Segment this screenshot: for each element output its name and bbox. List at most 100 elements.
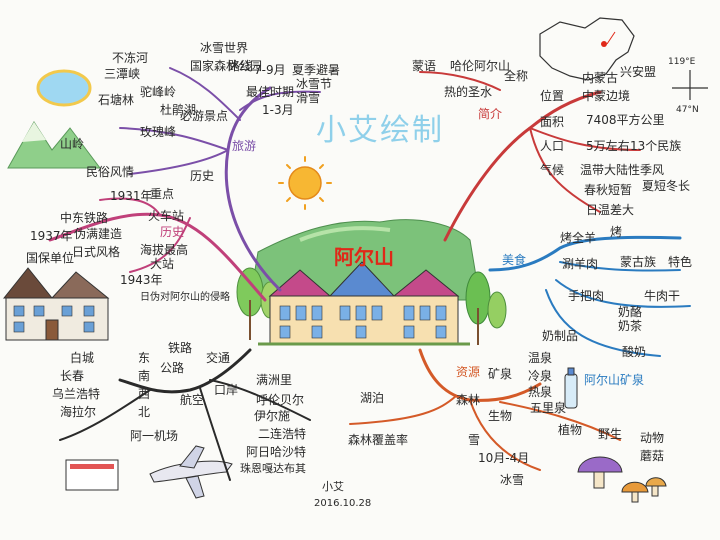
resources-item: 阿尔山矿泉: [584, 372, 644, 387]
transport-item: 口岸: [214, 383, 238, 397]
water-bottle-icon: [564, 367, 578, 409]
transport-item: 公路: [160, 360, 184, 375]
food-item: 蒙古族: [620, 254, 656, 269]
ticket-icon: [65, 459, 119, 491]
central-station-building: [258, 261, 470, 346]
food-item: 涮羊肉: [562, 256, 598, 271]
history-item: 海拔最高: [140, 242, 188, 257]
history-item: 大站: [150, 257, 174, 271]
overview-item: 7408平方公里: [586, 112, 665, 127]
food-item: 烤: [610, 224, 622, 239]
china-map-icon: [539, 17, 635, 81]
branch-label-resources: 资源: [456, 365, 480, 379]
food-item: 奶茶: [618, 318, 642, 333]
overview-item: 全称: [504, 68, 528, 83]
overview-item: 位置: [540, 88, 564, 103]
transport-item: 乌兰浩特: [52, 386, 100, 401]
history-item: 日伪对阿尔山的侵略: [140, 290, 230, 303]
signature-date: 2016.10.28: [314, 498, 371, 509]
mushroom-icon: [577, 456, 667, 503]
travel-item: 冰雪节: [296, 77, 332, 91]
history-item: 火车站: [148, 208, 184, 223]
transport-item: 满洲里: [256, 373, 292, 387]
history-item: 日式风格: [72, 244, 120, 259]
central-title: 阿尔山: [334, 245, 394, 269]
travel-item: 路线: [228, 58, 252, 73]
overview-item: 蒙语: [412, 59, 436, 73]
overview-item: 热的圣水: [444, 84, 492, 99]
history-item: 中东铁路: [60, 210, 108, 225]
travel-item: 民俗风情: [86, 165, 134, 179]
history-item: 重点: [150, 187, 174, 201]
resources-item: 矿泉: [488, 367, 512, 381]
resources-item: 动物: [640, 431, 664, 445]
branch-label-transport: 交通: [206, 350, 230, 365]
sun-icon: [278, 156, 332, 210]
branch-line-food: [488, 235, 682, 272]
resources-item: 冰雪: [500, 473, 524, 487]
historic-house-icon: [2, 267, 110, 341]
resources-item: 10月-4月: [478, 451, 529, 465]
travel-item: 石塘林: [98, 92, 134, 107]
transport-item: 呼伦贝尔: [256, 392, 304, 407]
overview-item: 面积: [540, 115, 564, 129]
overview-item: 夏短冬长: [642, 178, 690, 193]
resources-item: 温泉: [528, 351, 552, 365]
travel-item: 冰雪世界: [200, 41, 248, 55]
resources-item: 热泉: [528, 385, 552, 399]
travel-item: 不冻河: [112, 50, 148, 65]
food-item: 奶制品: [542, 329, 578, 343]
overview-item: 119°E: [668, 57, 696, 67]
food-item: 奶酪: [618, 304, 642, 319]
branch-line-transport: [118, 348, 252, 394]
branch-label-overview: 简介: [478, 107, 502, 121]
branch-label-travel: 旅游: [232, 139, 256, 153]
travel-item: 最佳时期: [246, 85, 294, 99]
overview-item: 内蒙古: [582, 70, 618, 85]
resources-item: 冷泉: [528, 369, 552, 383]
overview-item: 47°N: [676, 105, 699, 115]
overview-item: 13个民族: [630, 139, 681, 153]
overview-item: 温带大陆性季风: [580, 162, 664, 177]
travel-item: 杜鹃湖: [160, 102, 196, 117]
travel-item: 必游景点: [180, 109, 228, 123]
travel-item: 1-3月: [262, 103, 294, 117]
branch-label-food: 美食: [502, 252, 526, 267]
overview-item: 5万左右: [586, 138, 630, 153]
transport-item: 航空: [180, 392, 204, 407]
resources-item: 森林覆盖率: [348, 432, 408, 447]
branch-line-overview: [443, 90, 602, 242]
resources-item: 蘑菇: [640, 449, 664, 463]
food-item: 手把肉: [568, 289, 604, 303]
transport-item: 伊尔施: [254, 408, 290, 423]
transport-item: 长春: [60, 369, 84, 383]
branch-label-history: 历史: [160, 225, 184, 239]
resources-item: 五里泉: [530, 401, 566, 415]
resources-item: 植物: [558, 422, 582, 437]
resources-item: 野生: [598, 427, 622, 441]
history-item: 国保单位: [26, 250, 74, 265]
transport-item: 阿一机场: [130, 429, 178, 443]
mountains-icon: [7, 121, 101, 169]
history-item: 1931年: [110, 189, 153, 203]
overview-item: 春秋短暂: [584, 183, 632, 197]
history-item: 历史: [190, 169, 214, 183]
travel-item: 三潭峡: [104, 67, 140, 81]
travel-item: 国家森林公园: [190, 58, 262, 73]
overview-item: 哈伦阿尔山: [450, 58, 510, 73]
history-item: 1943年: [120, 273, 163, 287]
overview-item: 兴安盟: [620, 64, 656, 79]
food-item: 酸奶: [622, 344, 646, 359]
resources-item: 森林: [456, 392, 480, 407]
compass-icon: [672, 70, 708, 100]
watermark: 小艾绘制: [316, 113, 444, 148]
overview-item: 气候: [540, 162, 564, 177]
travel-item: 驼峰岭: [140, 84, 176, 99]
transport-item: 铁路: [168, 340, 192, 355]
transport-item: 二连浩特: [258, 426, 306, 441]
transport-item: 南: [138, 368, 150, 383]
overview-item: 日温差大: [586, 203, 634, 217]
travel-item: 夏季避暑: [292, 63, 340, 77]
